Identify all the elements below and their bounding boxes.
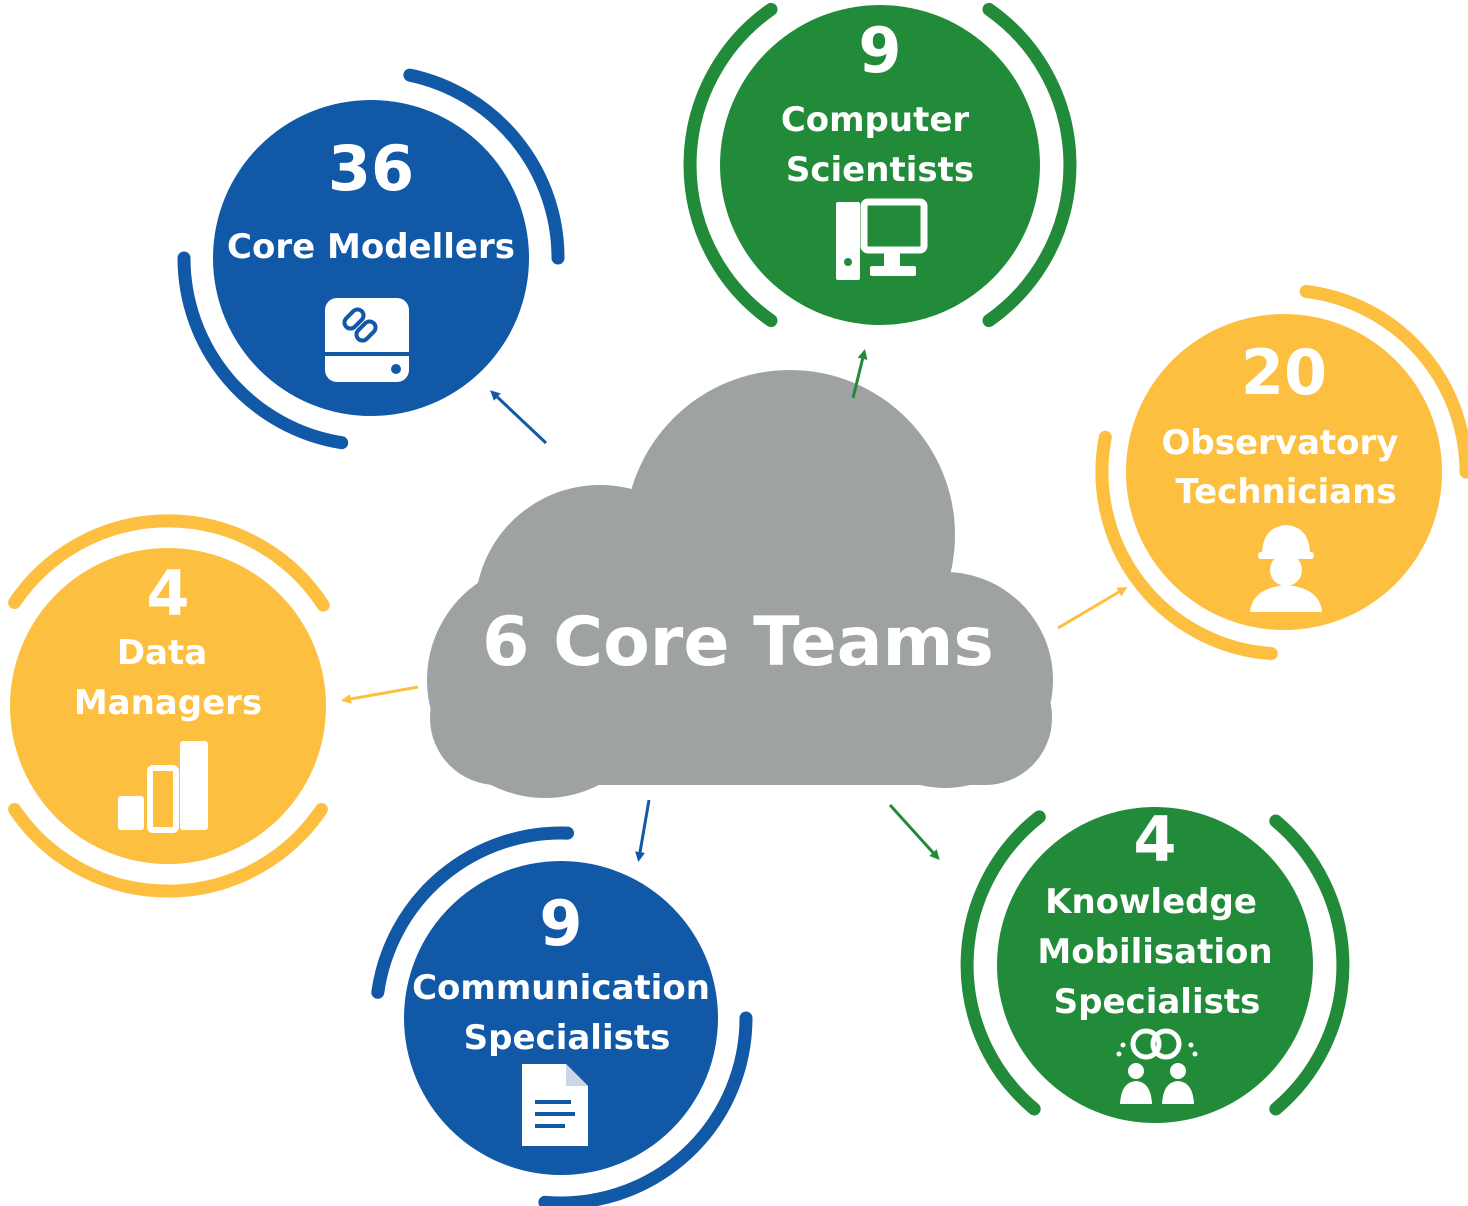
team-label-line2: Mobilisation xyxy=(1037,932,1272,972)
technician-hardhat-icon xyxy=(1250,525,1322,612)
arrow-to-data-managers xyxy=(341,685,419,704)
arrow-to-knowledge-mobilisation xyxy=(888,803,940,860)
team-ring-arc xyxy=(177,251,349,450)
team-circle xyxy=(213,100,529,416)
team-ring-arc xyxy=(1095,430,1278,661)
team-count: 9 xyxy=(539,887,582,960)
team-ring-arc xyxy=(371,826,574,999)
team-label-line2: Technicians xyxy=(1175,472,1396,512)
team-label-line1: Computer xyxy=(781,100,970,140)
team-label-line2: Specialists xyxy=(464,1018,671,1058)
team-circle xyxy=(720,5,1040,325)
team-label-line3: Specialists xyxy=(1054,982,1261,1022)
center-cloud: 6 Core Teams xyxy=(427,370,1053,798)
team-count: 4 xyxy=(1133,803,1176,876)
team-label-line2: Scientists xyxy=(786,150,974,190)
team-ring-arc xyxy=(1269,814,1350,1116)
team-ring-arc xyxy=(960,810,1046,1116)
center-title: 6 Core Teams xyxy=(482,603,994,682)
team-count: 9 xyxy=(858,14,901,87)
team-count: 20 xyxy=(1241,336,1327,409)
discussion-people-icon xyxy=(1116,1028,1198,1104)
team-knowledge-mobilisation-specialists: 4 Knowledge Mobilisation Specialists xyxy=(960,803,1350,1123)
team-label-line1: Observatory xyxy=(1162,423,1399,463)
team-ring-arc xyxy=(403,68,565,265)
linked-drive-icon xyxy=(325,298,409,382)
team-data-managers: 4 Data Managers xyxy=(8,514,330,898)
desktop-computer-icon xyxy=(836,198,928,280)
arrow-to-computer-scientists xyxy=(851,349,868,399)
team-circle xyxy=(10,548,326,864)
team-observatory-technicians: 20 Observatory Technicians xyxy=(1095,284,1468,661)
arrow-to-observatory-technicians xyxy=(1057,586,1128,630)
team-circle xyxy=(997,807,1313,1123)
team-core-modellers: 36 Core Modellers xyxy=(177,68,565,450)
team-ring-arc xyxy=(982,2,1077,328)
team-count: 4 xyxy=(146,557,189,630)
team-label-line2: Managers xyxy=(74,683,262,723)
team-computer-scientists: 9 Computer Scientists xyxy=(683,2,1077,328)
team-ring-arc xyxy=(8,803,328,898)
bar-chart-icon xyxy=(118,741,208,833)
team-ring-arc xyxy=(538,1011,753,1206)
team-circle xyxy=(1126,314,1442,630)
team-count: 36 xyxy=(328,132,414,205)
document-icon xyxy=(522,1064,588,1146)
team-communication-specialists: 9 Communication Specialists xyxy=(371,826,753,1206)
team-ring-arc xyxy=(683,2,778,328)
arrow-to-communication-specialists xyxy=(635,799,651,862)
team-label-line1: Communication xyxy=(412,968,710,1008)
arrow-to-core-modellers xyxy=(490,390,548,445)
arrows xyxy=(341,349,1128,862)
team-label-line1: Data xyxy=(117,633,207,673)
team-ring-arc xyxy=(1299,284,1468,479)
team-label: Core Modellers xyxy=(227,227,515,267)
team-label-line1: Knowledge xyxy=(1045,882,1257,922)
team-circle xyxy=(404,861,718,1175)
team-ring-arc xyxy=(8,514,330,612)
